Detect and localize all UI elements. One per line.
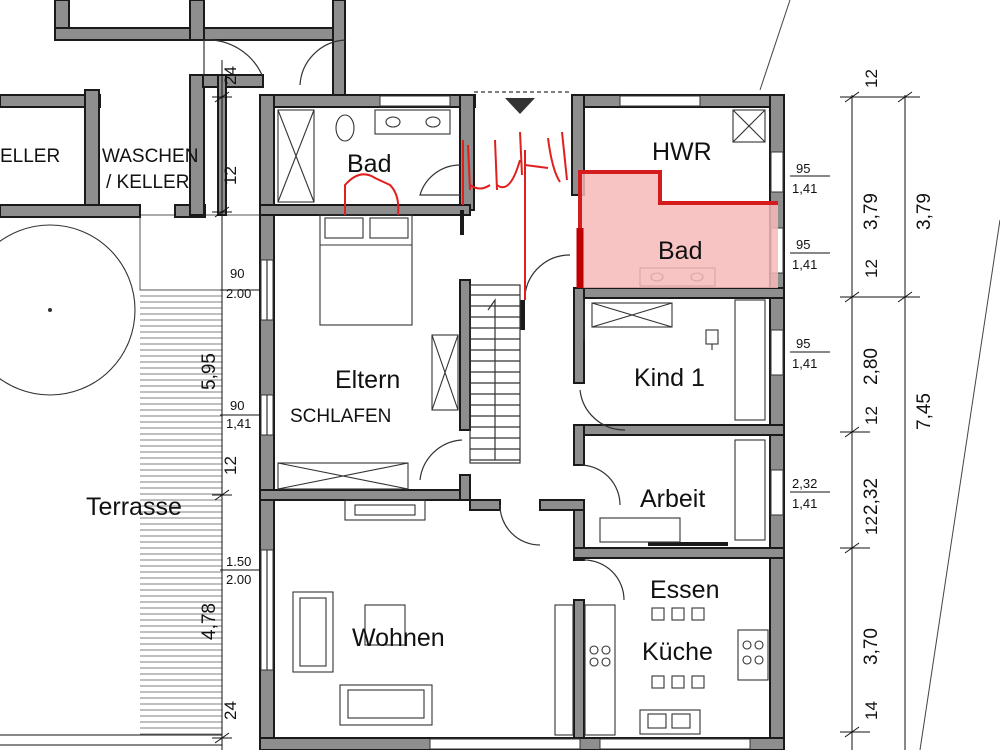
label-kind1: Kind 1 — [634, 364, 705, 392]
label-schlafen: SCHLAFEN — [290, 406, 391, 427]
label-arbeit: Arbeit — [640, 485, 705, 513]
doors — [419, 164, 626, 601]
win2-width: 95 — [796, 237, 810, 252]
dim-right-12-c: 12 — [862, 406, 881, 425]
label-terrasse: Terrasse — [86, 493, 182, 521]
win6-width: 90 — [230, 398, 244, 413]
dim-left-595: 5,95 — [199, 353, 220, 390]
dim-right-370: 3,70 — [861, 628, 882, 665]
dim-left-12-top: 12 — [221, 166, 240, 185]
win5-width: 90 — [230, 266, 244, 281]
dim-right-14: 14 — [862, 701, 881, 720]
terrace-hatch — [139, 214, 261, 735]
dim-left-478: 4,78 — [199, 603, 220, 640]
label-keller-sub: / KELLER — [106, 172, 189, 193]
win5-height: 2.00 — [226, 286, 251, 301]
win7-width: 1.50 — [226, 554, 251, 569]
win1-height: 1,41 — [792, 181, 817, 196]
dim-right-379-a: 3,79 — [861, 193, 882, 230]
entrance-arrow — [505, 98, 535, 114]
dim-left-12-mid: 12 — [221, 456, 240, 475]
red-sketch-marks — [344, 131, 568, 300]
highlighted-bathroom — [576, 170, 778, 288]
win3-height: 1,41 — [792, 356, 817, 371]
win4-width: 2,32 — [792, 476, 817, 491]
label-keller: ELLER — [0, 146, 60, 167]
label-eltern: Eltern — [335, 366, 400, 394]
left-dimensions — [0, 60, 260, 750]
win4-height: 1,41 — [792, 496, 817, 511]
label-wohnen: Wohnen — [352, 624, 445, 652]
label-bad-top: Bad — [347, 150, 391, 178]
dim-left-24-top: 24 — [221, 66, 240, 85]
win1-width: 95 — [796, 161, 810, 176]
label-bad-new: Bad — [658, 237, 702, 265]
room-labels: Bad HWR Bad Eltern SCHLAFEN Kind 1 Arbei… — [0, 138, 719, 666]
windows — [260, 95, 784, 750]
basement-walls — [0, 0, 346, 218]
furniture — [0, 109, 769, 736]
win2-height: 1,41 — [792, 257, 817, 272]
label-waschen: WASCHEN — [102, 146, 198, 167]
dim-right-745: 7,45 — [914, 393, 935, 430]
dim-right-280: 2,80 — [861, 348, 882, 385]
right-dimensions — [759, 0, 1000, 750]
win6-height: 1,41 — [226, 416, 251, 431]
label-kueche: Küche — [642, 638, 713, 666]
win7-height: 2.00 — [226, 572, 251, 587]
label-essen: Essen — [650, 576, 719, 604]
dim-right-12-top: 12 — [862, 69, 881, 88]
label-hwr: HWR — [652, 138, 712, 166]
dim-left-24-bot: 24 — [221, 701, 240, 720]
dimension-labels: 12 3,79 3,79 12 2,80 12 7,45 2,32 12 3,7… — [199, 66, 935, 720]
dim-right-232: 2,32 — [861, 478, 882, 515]
win3-width: 95 — [796, 336, 810, 351]
window-labels: 95 1,41 95 1,41 95 1,41 2,32 1,41 90 2.0… — [226, 161, 817, 587]
dim-right-12-b: 12 — [862, 259, 881, 278]
dim-right-379-b: 3,79 — [914, 193, 935, 230]
dim-right-12-d: 12 — [862, 516, 881, 535]
